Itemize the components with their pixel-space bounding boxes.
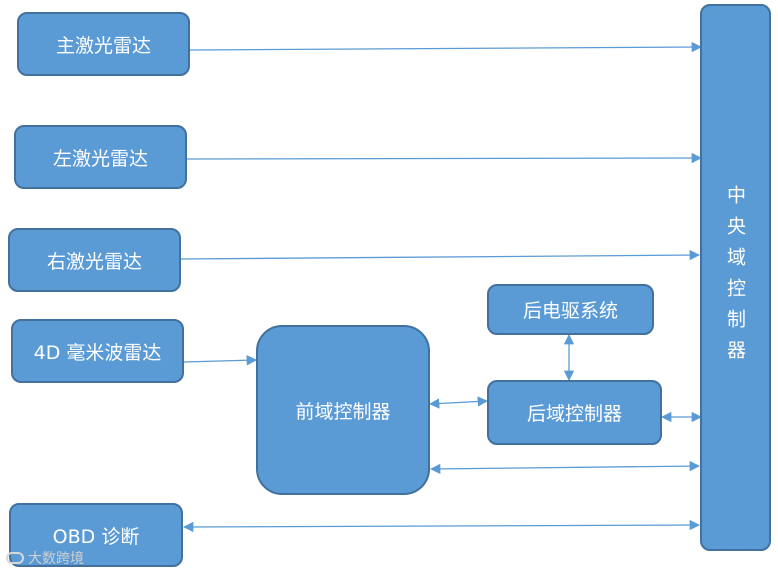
arrow-right-lidar-to-central bbox=[180, 249, 701, 261]
left-lidar-box: 左激光雷达 bbox=[14, 125, 187, 189]
central-domain-controller-label: 中央域控制器 bbox=[724, 184, 746, 371]
arrow-front-domain-rear-domain bbox=[428, 396, 489, 409]
main-lidar-box: 主激光雷达 bbox=[17, 12, 190, 76]
front-domain-controller-box: 前域控制器 bbox=[256, 325, 430, 495]
watermark-text: 大数跨境 bbox=[28, 551, 84, 567]
rear-domain-controller-box: 后域控制器 bbox=[487, 380, 662, 445]
arrow-left-lidar-to-central bbox=[186, 152, 703, 164]
right-lidar-box: 右激光雷达 bbox=[8, 228, 181, 292]
arrow-obd-central bbox=[182, 519, 701, 533]
obd-diagnostics-label: OBD 诊断 bbox=[52, 525, 140, 548]
watermark-logo-icon bbox=[6, 552, 24, 564]
left-lidar-label: 左激光雷达 bbox=[52, 147, 148, 170]
right-lidar-label: 右激光雷达 bbox=[46, 250, 142, 273]
arrow-front-domain-central bbox=[429, 460, 701, 475]
rear-domain-controller-label: 后域控制器 bbox=[526, 403, 622, 425]
rear-edrive-box: 后电驱系统 bbox=[487, 284, 654, 335]
front-domain-controller-label: 前域控制器 bbox=[295, 400, 391, 423]
central-domain-controller-box: 中央域控制器 bbox=[700, 4, 771, 551]
main-lidar-label: 主激光雷达 bbox=[55, 34, 151, 57]
watermark: 大数跨境 bbox=[6, 548, 84, 568]
rear-edrive-label: 后电驱系统 bbox=[522, 300, 618, 322]
arrow-mmwave-to-front-domain bbox=[183, 355, 258, 366]
arrow-main-lidar-to-central bbox=[189, 41, 703, 53]
mmwave-radar-label: 4D 毫米波雷达 bbox=[33, 341, 162, 364]
mmwave-radar-box: 4D 毫米波雷达 bbox=[11, 319, 184, 383]
